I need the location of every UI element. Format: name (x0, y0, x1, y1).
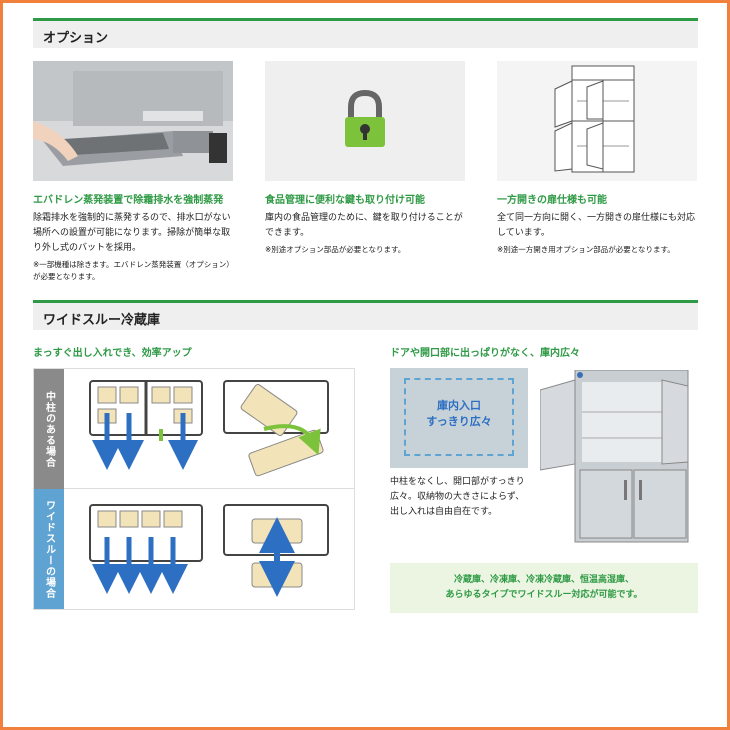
banner-line-2: あらゆるタイプでワイドスルー対応が可能です。 (445, 590, 643, 600)
interior-photo: 庫内入口 すっきり広々 (390, 368, 528, 468)
options-header-title: オプション (43, 31, 109, 46)
row-label-center-pillar: 中柱のある場合 (34, 369, 64, 489)
option-1-desc: 除霜排水を強制的に蒸発するので、排水口がない場所への設置が可能になります。掃除が… (33, 213, 231, 253)
comparison-diagram: 中柱のある場合 ワイドスルーの場合 (33, 368, 355, 610)
option-2-note: ※別途オプション部品が必要となります。 (265, 245, 406, 254)
option-evaporator: エバドレン蒸発装置で除霜排水を強制蒸発 除霜排水を強制的に蒸発するので、排水口が… (33, 61, 233, 283)
one-way-door-illustration (497, 61, 697, 181)
option-one-way-door: 一方開きの扉仕様も可能 全て同一方向に開く、一方開きの扉仕様にも対応しています。… (497, 61, 697, 256)
comparison-drawings (89, 380, 329, 597)
option-lock: 食品管理に便利な鍵も取り付け可能 庫内の食品管理のために、鍵を取り付けることがで… (265, 61, 465, 256)
wide-through-banner: 冷蔵庫、冷凍庫、冷凍冷蔵庫、恒温高湿庫、 あらゆるタイプでワイドスルー対応が可能… (390, 563, 698, 613)
lock-icon (345, 89, 385, 147)
refrigerator-photo (539, 369, 690, 550)
wide-section-header: ワイドスルー冷蔵庫 (33, 300, 698, 330)
option-1-note: ※一部機種は除きます。エバドレン蒸発装置（オプション）が必要となります。 (33, 260, 231, 281)
options-section-header: オプション (33, 18, 698, 48)
lock-illustration (265, 61, 465, 181)
overlay-line-2: すっきり広々 (426, 415, 492, 428)
banner-line-1: 冷蔵庫、冷凍庫、冷凍冷蔵庫、恒温高湿庫、 (453, 575, 634, 585)
overlay-line-1: 庫内入口 (437, 399, 481, 412)
wide-left-subtitle: まっすぐ出し入れでき、効率アップ (33, 348, 192, 359)
wide-right-description: 中柱をなくし、開口部がすっきり広々。収納物の大きさによらず、出し入れは自由自在で… (390, 477, 525, 517)
option-2-title: 食品管理に便利な鍵も取り付け可能 (265, 195, 425, 206)
option-3-note: ※別途一方開き用オプション部品が必要となります。 (497, 245, 675, 254)
evaporator-photo (33, 61, 233, 181)
option-3-title: 一方開きの扉仕様も可能 (497, 195, 607, 206)
option-1-title: エバドレン蒸発装置で除霜排水を強制蒸発 (33, 195, 224, 206)
option-3-desc: 全て同一方向に開く、一方開きの扉仕様にも対応しています。 (497, 213, 696, 238)
row-label-wide-through: ワイドスルーの場合 (34, 489, 64, 609)
wide-header-title: ワイドスルー冷蔵庫 (43, 313, 161, 328)
option-2-desc: 庫内の食品管理のために、鍵を取り付けることができます。 (265, 213, 463, 238)
wide-right-subtitle: ドアや開口部に出っぱりがなく、庫内広々 (390, 348, 580, 359)
